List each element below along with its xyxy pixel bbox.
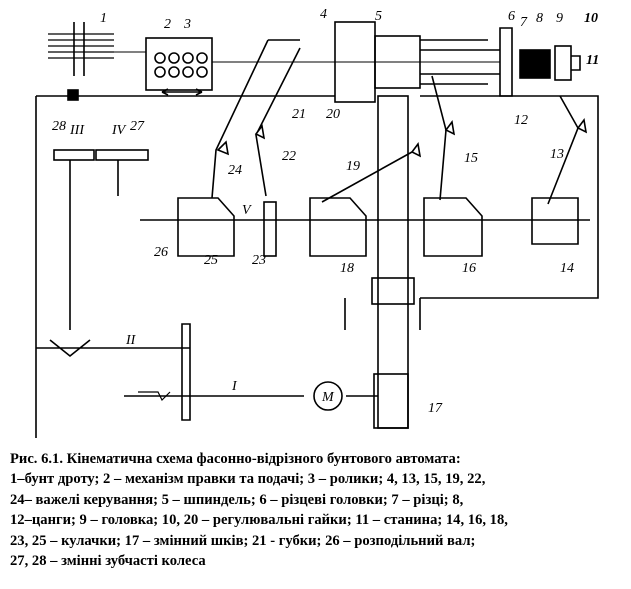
caption-line: 27, 28 – змінні зубчасті колеса [10,553,206,570]
label-25: 25 [204,253,218,268]
kinematic-diagram: 1 2 3 4 5 6 7 8 9 10 11 12 13 14 15 16 1… [35,7,599,438]
label-24: 24 [228,163,242,178]
motor-label: M [321,390,335,405]
motor-symbol [313,381,343,411]
label-15: 15 [464,151,478,166]
lever-4 [211,39,300,199]
collet-head [519,45,581,81]
label-4: 4 [320,7,327,22]
label-20: 20 [326,107,340,122]
caption-line: 23, 25 – кулачки; 17 – змінний шків; 21 … [10,532,476,549]
label-13: 13 [550,147,564,162]
caption-line: 12–цанги; 9 – головка; 10, 20 – регулюва… [10,512,508,529]
spindle [334,21,513,103]
label-26: 26 [154,245,168,260]
shaft-label-II: II [125,333,137,348]
pulley-column [371,95,415,429]
straightening-mechanism [145,37,213,96]
label-12: 12 [514,113,528,128]
caption-line: Рис. 6.1. Кінематична схема фасонно-відр… [10,451,461,467]
label-17: 17 [428,401,443,416]
change-gears [53,149,149,330]
label-19: 19 [346,159,360,174]
label-2: 2 [164,17,171,32]
label-22: 22 [282,149,296,164]
figure-caption: Рис. 6.1. Кінематична схема фасонно-відр… [10,449,623,571]
label-3: 3 [183,17,191,32]
label-6: 6 [508,9,515,24]
machine-frame [35,95,599,438]
caption-line: 24– важелі керування; 5 – шпиндель; 6 – … [10,491,464,508]
gear-II [181,323,191,421]
caption-line: 1–бунт дроту; 2 – механізм правки та под… [10,471,486,488]
label-18: 18 [340,261,354,276]
wire-coil-symbol [48,22,114,101]
shaft-label-I: I [231,379,238,394]
shaft-label-IV: IV [111,123,127,138]
shaft-label-III: III [69,123,85,138]
lever-19 [321,151,413,203]
wire-line [114,51,500,63]
label-16: 16 [462,261,476,276]
label-21: 21 [292,107,306,122]
cams [177,197,579,257]
label-10: 10 [584,11,598,26]
label-27: 27 [130,119,145,134]
label-7: 7 [520,15,528,30]
shaft-label-V: V [242,203,252,218]
lever-22 [255,47,301,197]
label-5: 5 [375,9,382,24]
label-11: 11 [586,53,599,68]
label-14: 14 [560,261,574,276]
label-9: 9 [556,11,563,26]
label-28: 28 [52,119,66,134]
label-1: 1 [100,11,107,26]
lever-15 [431,75,447,201]
label-23: 23 [252,253,266,268]
shaft-II [36,339,190,358]
label-8: 8 [536,11,543,26]
